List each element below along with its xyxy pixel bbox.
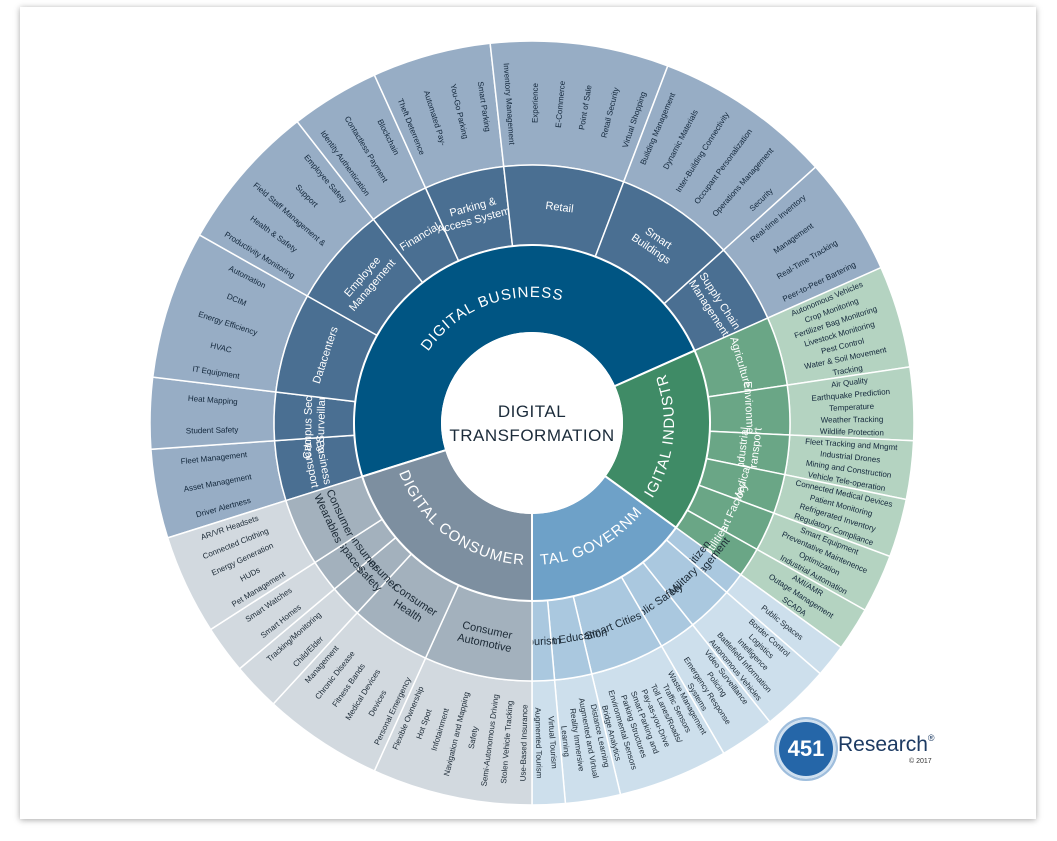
item-label-wildlife-protection: Wildlife Protection bbox=[820, 427, 884, 438]
logo-word-text: Research bbox=[838, 733, 928, 756]
logo-number: 451 bbox=[787, 736, 825, 761]
item-label-virtual-tourism: Virtual Tourism bbox=[546, 716, 558, 769]
category-label-campus-security-surveillance: & Surveillance bbox=[315, 382, 329, 453]
item-label-use-based-insurance: Use-Based Insurance bbox=[518, 704, 529, 782]
center-label-line: TRANSFORMATION bbox=[449, 426, 614, 445]
center-circle bbox=[441, 332, 623, 514]
logo-wordmark: Research® bbox=[838, 733, 935, 757]
item-label-augmented-tourism: Augmented Tourism bbox=[533, 707, 544, 779]
center-label-line: DIGITAL bbox=[498, 402, 566, 421]
category-label-industrial-transport: Transport bbox=[747, 427, 765, 475]
item-label-temperature: Temperature bbox=[829, 402, 875, 413]
item-label-learning: Learning bbox=[559, 725, 571, 757]
item-label-e-commerce: E-Commerce bbox=[554, 80, 567, 128]
item-label-safety: Safety bbox=[467, 726, 480, 750]
center-hub: DIGITAL TRANSFORMATION bbox=[441, 332, 623, 514]
logo-year: © 2017 bbox=[909, 758, 932, 765]
item-label-weather-tracking: Weather Tracking bbox=[821, 415, 884, 425]
item-label-heat-mapping: Heat Mapping bbox=[188, 394, 238, 407]
logo-451-badge: 451 bbox=[776, 719, 836, 779]
category-label-environment: Environment bbox=[741, 381, 756, 443]
logo-trademark: ® bbox=[927, 733, 935, 743]
category-label-retail: Retail bbox=[545, 200, 574, 215]
item-label-student-safety: Student Safety bbox=[186, 425, 239, 435]
item-label-experience: Experience bbox=[531, 82, 540, 123]
category-label-industrial-transport: Industrial bbox=[734, 426, 751, 472]
